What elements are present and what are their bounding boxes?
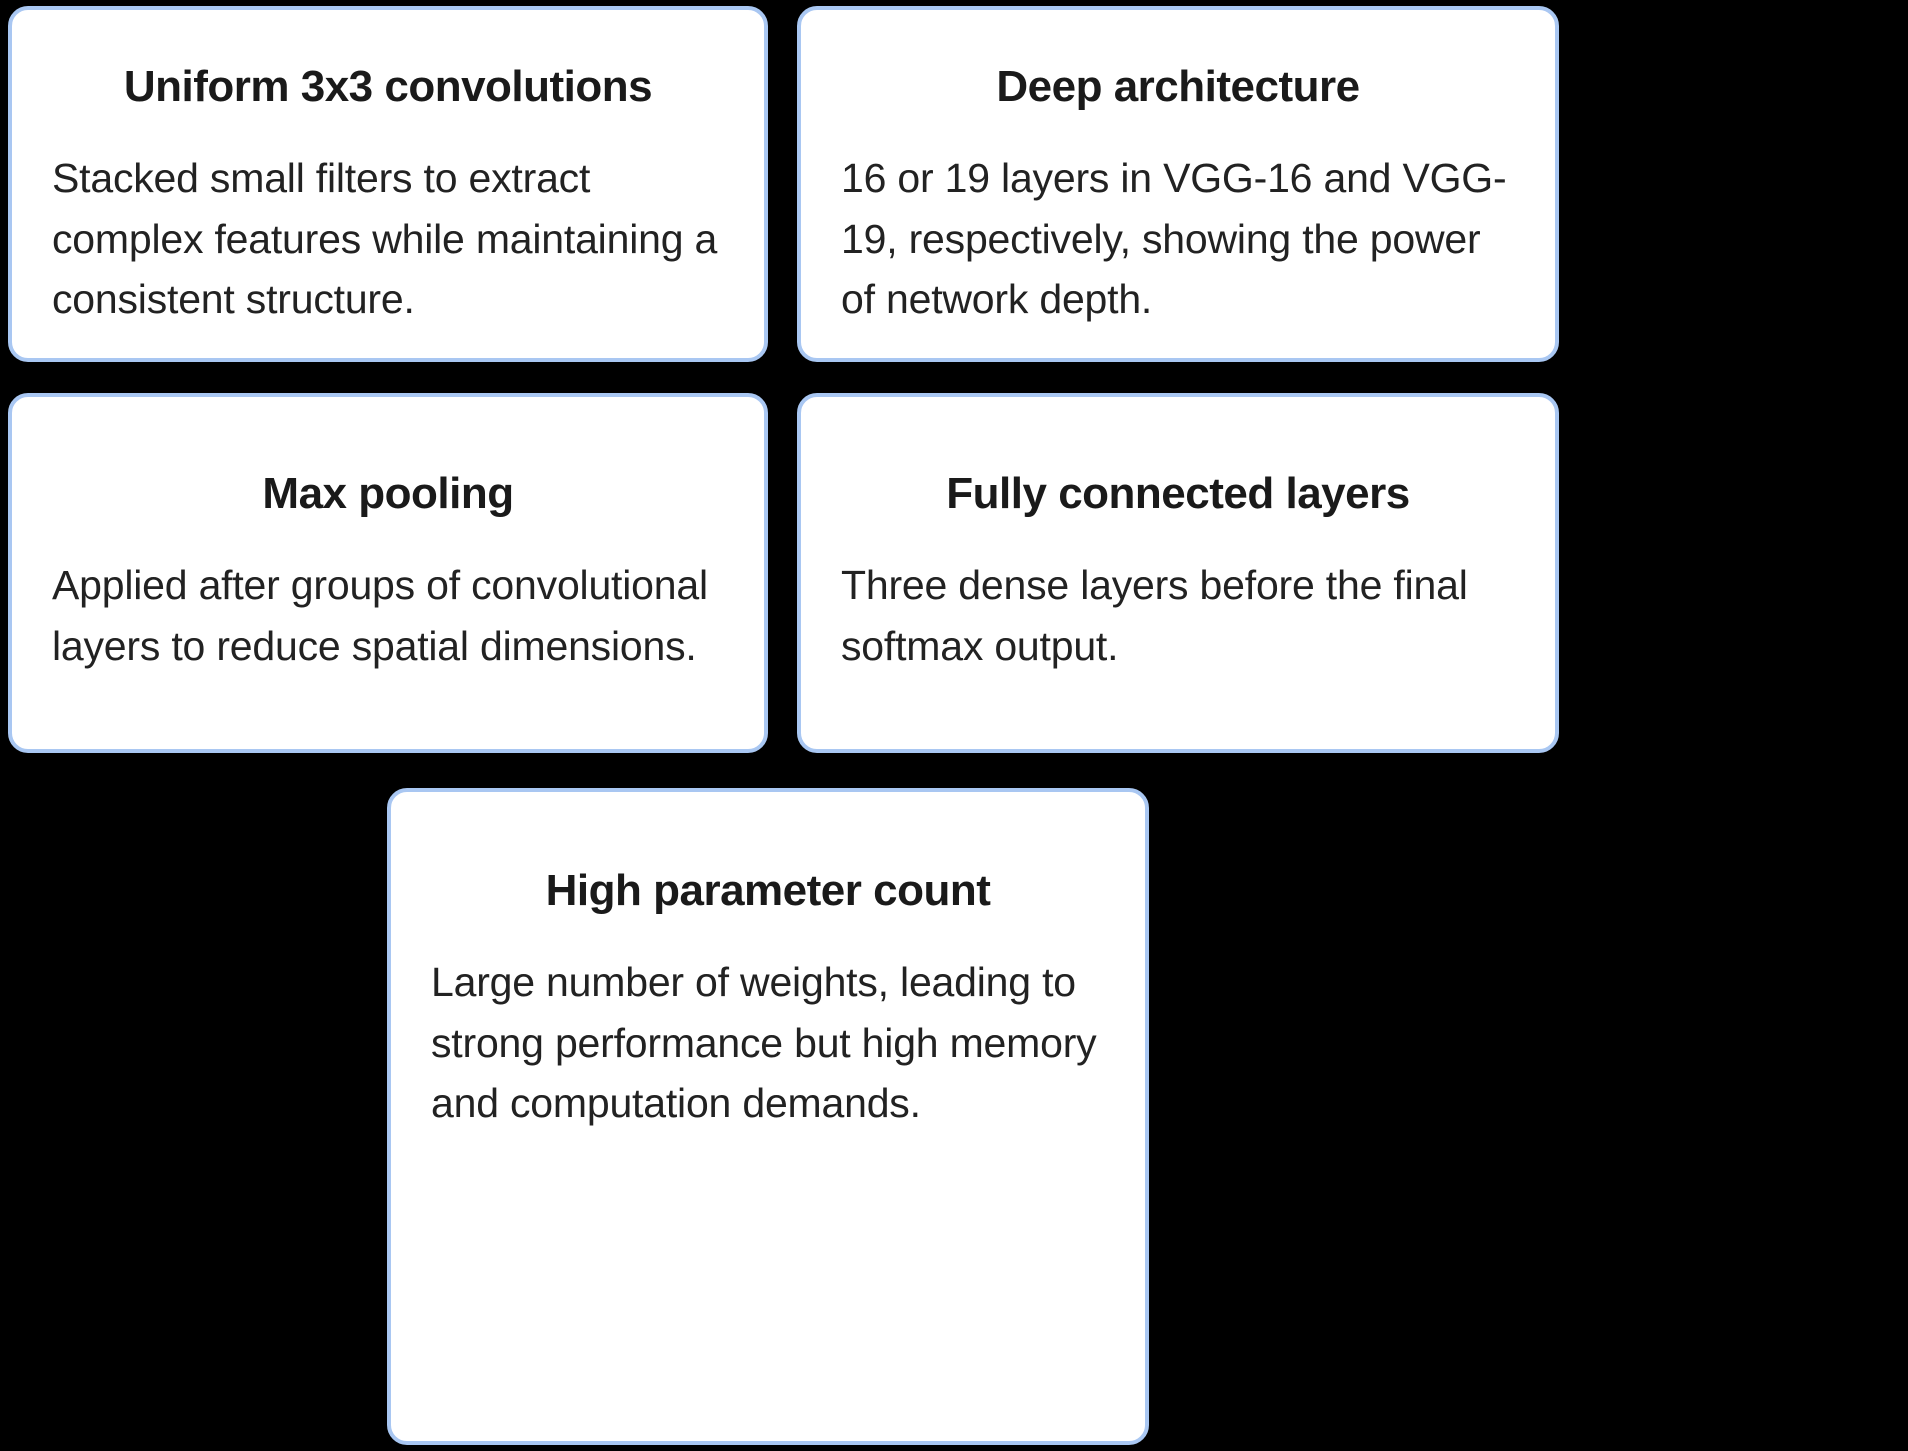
- card-body: Applied after groups of convolutional la…: [52, 562, 708, 669]
- card-uniform-3x3-convolutions: Uniform 3x3 convolutions Stacked small f…: [8, 6, 768, 362]
- card-body: Large number of weights, leading to stro…: [431, 959, 1097, 1127]
- card-title: Max pooling: [262, 469, 514, 518]
- card-title: Fully connected layers: [946, 469, 1410, 518]
- card-body: 16 or 19 layers in VGG-16 and VGG-19, re…: [841, 155, 1507, 323]
- card-title: High parameter count: [545, 866, 991, 915]
- card-title: Deep architecture: [996, 62, 1360, 111]
- card-deep-architecture: Deep architecture 16 or 19 layers in VGG…: [797, 6, 1559, 362]
- card-max-pooling: Max pooling Applied after groups of conv…: [8, 393, 768, 753]
- card-body: Three dense layers before the final soft…: [841, 562, 1468, 669]
- card-title: Uniform 3x3 convolutions: [123, 62, 653, 111]
- card-body: Stacked small filters to extract complex…: [52, 155, 718, 323]
- card-fully-connected-layers: Fully connected layers Three dense layer…: [797, 393, 1559, 753]
- card-high-parameter-count: High parameter count Large number of wei…: [387, 788, 1149, 1445]
